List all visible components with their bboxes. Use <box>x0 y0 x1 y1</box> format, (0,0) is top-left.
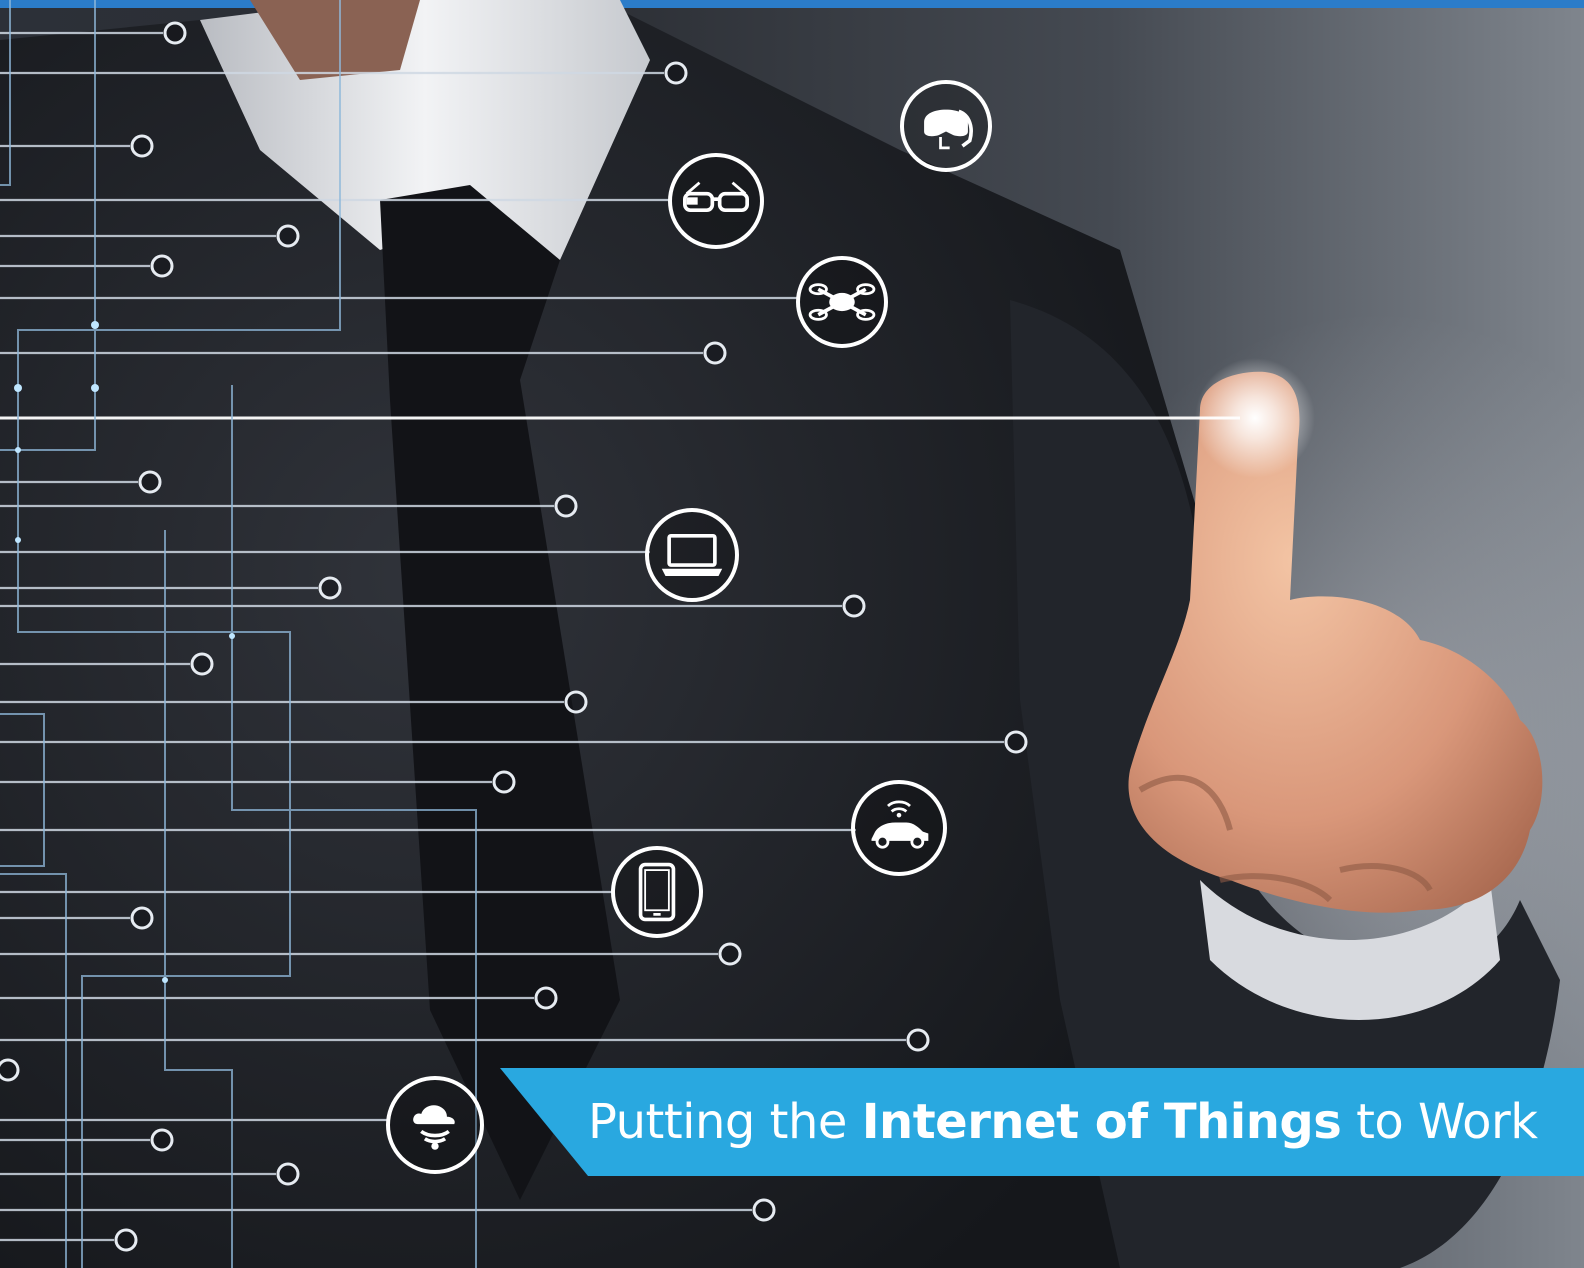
title-banner: Putting the Internet of Things to Work <box>500 1068 1584 1176</box>
banner-background <box>500 1068 1584 1176</box>
hand <box>1128 371 1543 913</box>
vr-headset-icon <box>900 80 992 172</box>
banner-text-bold: Internet of Things <box>861 1094 1342 1150</box>
suit-sleeve <box>1010 300 1560 1268</box>
shirt-cuff <box>1200 880 1500 1020</box>
banner-title: Putting the Internet of Things to Work <box>588 1068 1538 1176</box>
circuit-junctions <box>14 321 235 983</box>
tablet-icon <box>611 846 703 938</box>
banner-text-after: to Work <box>1341 1094 1538 1150</box>
top-accent-stripe <box>0 0 1584 8</box>
connected-car-icon <box>851 780 947 876</box>
neck <box>250 0 420 80</box>
drone-icon <box>796 256 888 348</box>
laptop-icon <box>645 508 739 602</box>
fingertip-glow <box>1195 358 1315 478</box>
knuckle-shadow <box>1138 774 1433 903</box>
circuit-nodes <box>0 21 1028 1252</box>
banner-text-before: Putting the <box>588 1094 862 1150</box>
cloud-signal-icon <box>386 1076 484 1174</box>
tie <box>380 185 620 1200</box>
smart-glasses-icon <box>668 153 764 249</box>
